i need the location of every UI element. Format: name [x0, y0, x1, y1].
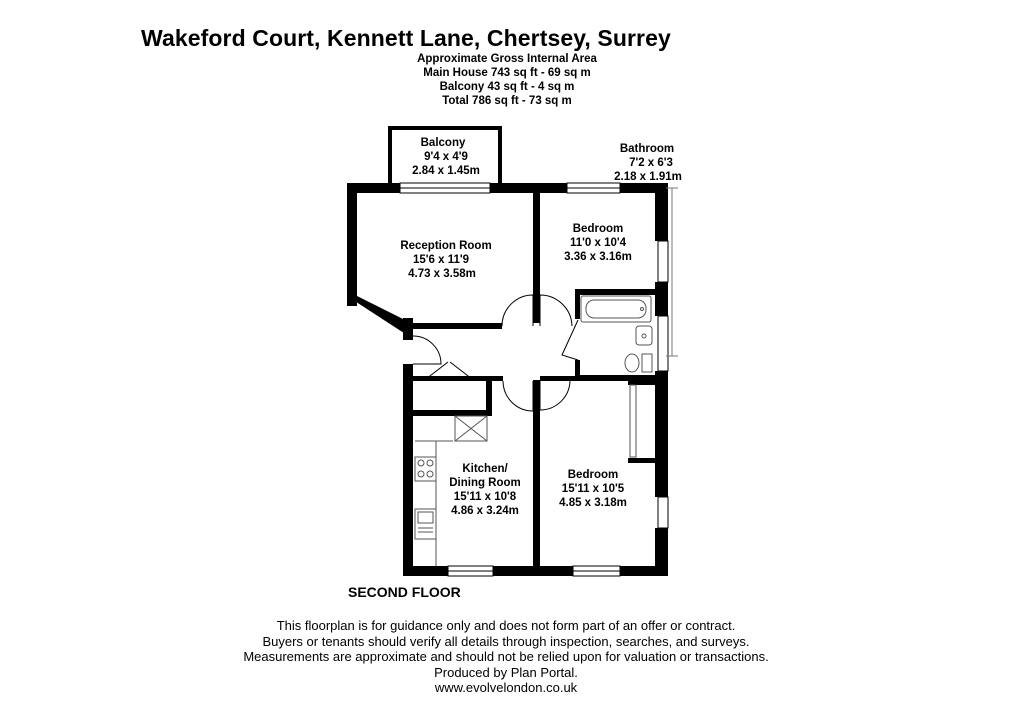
window-bathroom [657, 315, 669, 372]
door-reception [501, 294, 534, 327]
door-entrance [412, 335, 442, 365]
wardrobe-wall-bottom [628, 458, 660, 463]
door-bedroom2 [539, 380, 571, 411]
area-heading: Approximate Gross Internal Area [417, 53, 597, 65]
outer-wall-right-1 [655, 183, 668, 241]
balcony-imperial: 9'4 x 4'9 [424, 151, 468, 163]
toilet-bowl [624, 353, 640, 373]
reception-label: Reception Room [400, 240, 491, 252]
balcony-label: Balcony [421, 137, 466, 149]
outer-wall-bottom-3 [620, 566, 668, 576]
wardrobe-door [629, 384, 637, 458]
bathroom-wall-left-top [575, 289, 580, 319]
hob-ring-3 [417, 470, 425, 478]
main-house-area: Main House 743 sq ft - 69 sq m [423, 67, 591, 79]
disclaimer-line-2: Buyers or tenants should verify all deta… [262, 633, 750, 649]
kitchen-label-1: Kitchen/ [462, 463, 508, 475]
reception-imperial: 15'6 x 11'9 [413, 254, 469, 266]
cupboard-wall-right [486, 376, 492, 416]
kitchen-sink-bowl [417, 511, 434, 524]
outer-wall-top-mid [490, 183, 567, 193]
producer-credit: Produced by Plan Portal. [434, 664, 578, 680]
balcony-area: Balcony 43 sq ft - 4 sq m [439, 81, 575, 93]
outer-wall-bottom-2 [493, 566, 573, 576]
bedroom2-imperial: 15'11 x 10'5 [562, 483, 625, 495]
outer-wall-top-right [620, 183, 668, 193]
bathtub-drain [640, 307, 644, 311]
bathroom-metric: 2.18 x 1.91m [614, 171, 682, 183]
hob-ring-1 [417, 459, 425, 467]
door-bedroom1 [539, 294, 573, 327]
kitchen-metric: 4.86 x 3.24m [451, 505, 519, 517]
door-cupboard [425, 361, 473, 380]
kitchen-unit-diagonal-2 [454, 415, 488, 442]
kitchen-unit [454, 415, 488, 442]
kitchen-wall-left [403, 364, 413, 576]
hob-ring-2 [426, 459, 434, 467]
hob [414, 456, 437, 482]
bedroom1-imperial: 11'0 x 10'4 [570, 237, 627, 249]
door-kitchen [502, 380, 534, 412]
website-link[interactable]: www.evolvelondon.co.uk [434, 680, 578, 696]
balcony-wall-top [388, 126, 502, 130]
window-bedroom2-side [657, 496, 669, 529]
outer-wall-top-left [347, 183, 400, 193]
doors [412, 294, 579, 412]
disclaimer-line-1: This floorplan is for guidance only and … [276, 618, 736, 633]
reception-wall-left [347, 183, 357, 306]
outer-wall-right-2 [655, 282, 668, 316]
partition-kitchen-bedroom [533, 380, 540, 576]
basin-tap [641, 333, 647, 339]
disclaimer: This floorplan is for guidance only and … [206, 618, 806, 696]
balcony-wall-left [388, 126, 392, 184]
bathroom-wall-top [575, 289, 660, 295]
cupboard-wall-bottom [413, 410, 492, 416]
outer-wall-bottom-1 [403, 566, 448, 576]
fixtures [414, 295, 653, 566]
wardrobe-wall-top [628, 381, 660, 385]
total-area: Total 786 sq ft - 73 sq m [442, 95, 572, 107]
bathtub-inner [585, 299, 647, 319]
bathroom-label: Bathroom [620, 143, 674, 155]
outer-wall-right-5 [655, 528, 668, 576]
door-bathroom [561, 319, 579, 361]
reception-wall-bottom [405, 323, 502, 329]
reception-wall-diagonal [347, 296, 413, 335]
kitchen-sink [414, 508, 437, 540]
bedroom2-label: Bedroom [568, 469, 618, 481]
reception-metric: 4.73 x 3.58m [408, 268, 476, 280]
basin [635, 325, 653, 346]
bedroom2-metric: 4.85 x 3.18m [559, 497, 627, 509]
toilet-cistern [641, 353, 653, 373]
outer-wall-right-3 [655, 371, 668, 381]
window-bedroom1-side [657, 240, 669, 283]
balcony-wall-right [498, 126, 502, 184]
disclaimer-line-3: Measurements are approximate and should … [243, 649, 769, 665]
bathtub [580, 295, 652, 323]
bedroom2-wall-top [540, 376, 580, 381]
bedroom1-metric: 3.36 x 3.16m [564, 251, 632, 263]
floor-label: SECOND FLOOR [348, 584, 461, 600]
balcony-metric: 2.84 x 1.45m [412, 165, 480, 177]
windows [399, 182, 678, 577]
bedroom1-label: Bedroom [573, 223, 623, 235]
bathroom-wall-bottom [575, 375, 660, 381]
kitchen-imperial: 15'11 x 10'8 [454, 491, 517, 503]
outer-wall-right-4 [655, 378, 668, 497]
bathroom-wall-left-bottom [575, 360, 580, 380]
hob-ring-4 [426, 470, 434, 478]
bathroom-imperial: 7'2 x 6'3 [629, 157, 673, 169]
walls [347, 126, 668, 576]
room-labels: Balcony 9'4 x 4'9 2.84 x 1.45m Bathroom … [400, 137, 682, 517]
area-summary: Approximate Gross Internal Area Main Hou… [407, 52, 607, 108]
page-title: Wakeford Court, Kennett Lane, Chertsey, … [141, 25, 671, 51]
cupboard-wall-top [413, 376, 503, 381]
partition-reception-bedroom [533, 193, 540, 323]
kitchen-label-2: Dining Room [449, 477, 521, 489]
